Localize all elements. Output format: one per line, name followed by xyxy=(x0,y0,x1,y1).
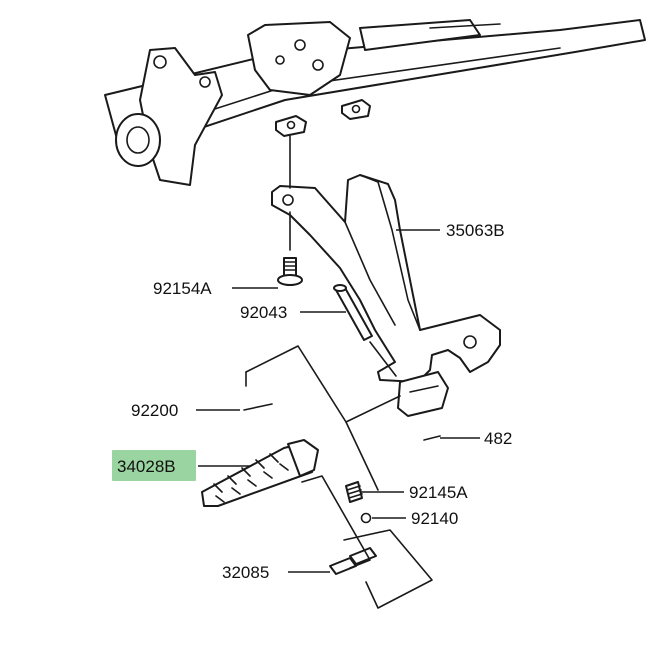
clip xyxy=(243,403,273,411)
part-labels: 35063B 92154A 92043 92200 34028B 482 921… xyxy=(117,221,512,582)
highlight-box xyxy=(112,450,196,481)
label-92200[interactable]: 92200 xyxy=(131,401,178,420)
leader-lines xyxy=(196,229,480,573)
label-92145a[interactable]: 92145A xyxy=(409,483,468,502)
label-92140[interactable]: 92140 xyxy=(411,509,458,528)
assembly-outline xyxy=(245,345,433,609)
spring xyxy=(345,481,363,503)
pin xyxy=(333,284,373,341)
footpeg-bracket xyxy=(271,174,501,417)
label-35063b[interactable]: 35063B xyxy=(446,221,505,240)
ball xyxy=(360,512,372,524)
ring xyxy=(423,435,441,441)
plate xyxy=(329,547,377,575)
bolt xyxy=(277,257,303,286)
assembly-lines xyxy=(289,135,397,377)
label-482[interactable]: 482 xyxy=(484,429,512,448)
label-92043[interactable]: 92043 xyxy=(240,303,287,322)
footpeg xyxy=(201,439,319,507)
label-34028b[interactable]: 34028B xyxy=(117,457,176,476)
frame-drawing xyxy=(104,19,646,186)
label-32085[interactable]: 32085 xyxy=(222,563,269,582)
label-92154a[interactable]: 92154A xyxy=(153,279,212,298)
